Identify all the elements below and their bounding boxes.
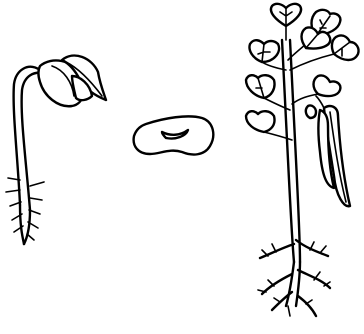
bean-plant-icon — [246, 4, 359, 316]
seedling-icon — [6, 56, 106, 244]
bean-seed-icon — [134, 116, 214, 154]
